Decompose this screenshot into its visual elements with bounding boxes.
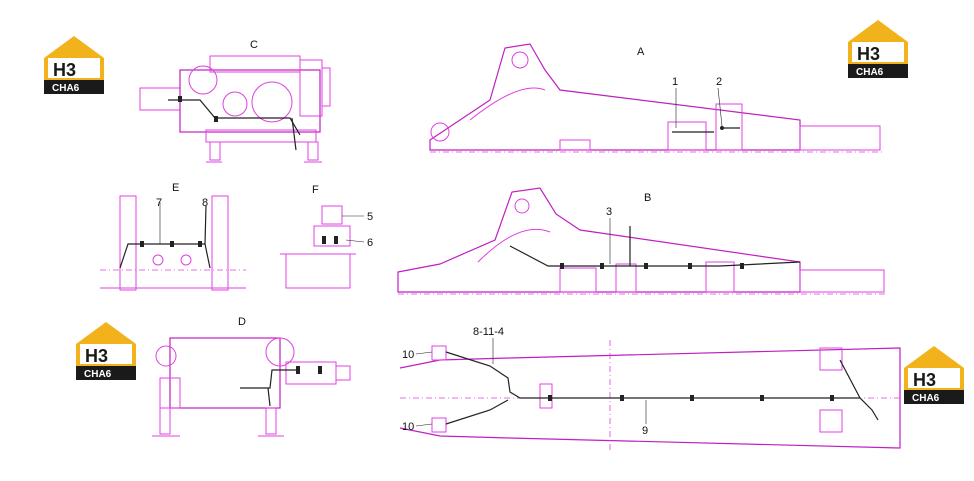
view-label-c: C <box>250 39 258 51</box>
callout-9: 9 <box>642 425 648 437</box>
view-label-a: A <box>637 46 645 58</box>
view-label-e: E <box>172 182 179 194</box>
callout-6: 6 <box>367 237 373 249</box>
view-label-f: F <box>312 184 319 196</box>
logo-mark: H3 <box>913 370 936 390</box>
callout-3: 3 <box>606 206 612 218</box>
view-d-engine: D <box>152 316 351 437</box>
view-bottom-plan: 8-11-4 9 10 10 <box>399 326 901 450</box>
view-e: E 7 8 <box>100 182 246 291</box>
logo-mark: H3 <box>857 44 880 64</box>
logo-mark: H3 <box>53 60 76 80</box>
logo-name: CHA6 <box>856 67 884 78</box>
logo-name: CHA6 <box>84 369 112 380</box>
brand-logo-mid-left: H3 CHA6 <box>76 322 136 380</box>
view-c-engine: C <box>139 39 331 163</box>
view-f: F 5 6 <box>280 184 373 289</box>
callout-2: 2 <box>716 76 722 88</box>
view-label-b: B <box>644 192 651 204</box>
logo-name: CHA6 <box>52 83 80 94</box>
callout-10-top: 10 <box>402 349 414 361</box>
callout-1: 1 <box>672 76 678 88</box>
logo-mark: H3 <box>85 346 108 366</box>
callout-8-11-4: 8-11-4 <box>473 326 504 338</box>
view-a-frame: A 1 2 <box>429 43 885 153</box>
callout-7: 7 <box>156 197 162 209</box>
callout-10-bottom: 10 <box>402 421 414 433</box>
callout-5: 5 <box>367 211 373 223</box>
logo-name: CHA6 <box>912 393 940 404</box>
brand-logo-top-right: H3 CHA6 <box>848 20 908 78</box>
view-b-frame: B 3 <box>397 187 886 295</box>
callout-8: 8 <box>202 197 208 209</box>
brand-logo-top-left: H3 CHA6 <box>44 36 104 94</box>
view-label-d: D <box>238 316 246 328</box>
brand-logo-mid-right: H3 CHA6 <box>904 346 964 404</box>
